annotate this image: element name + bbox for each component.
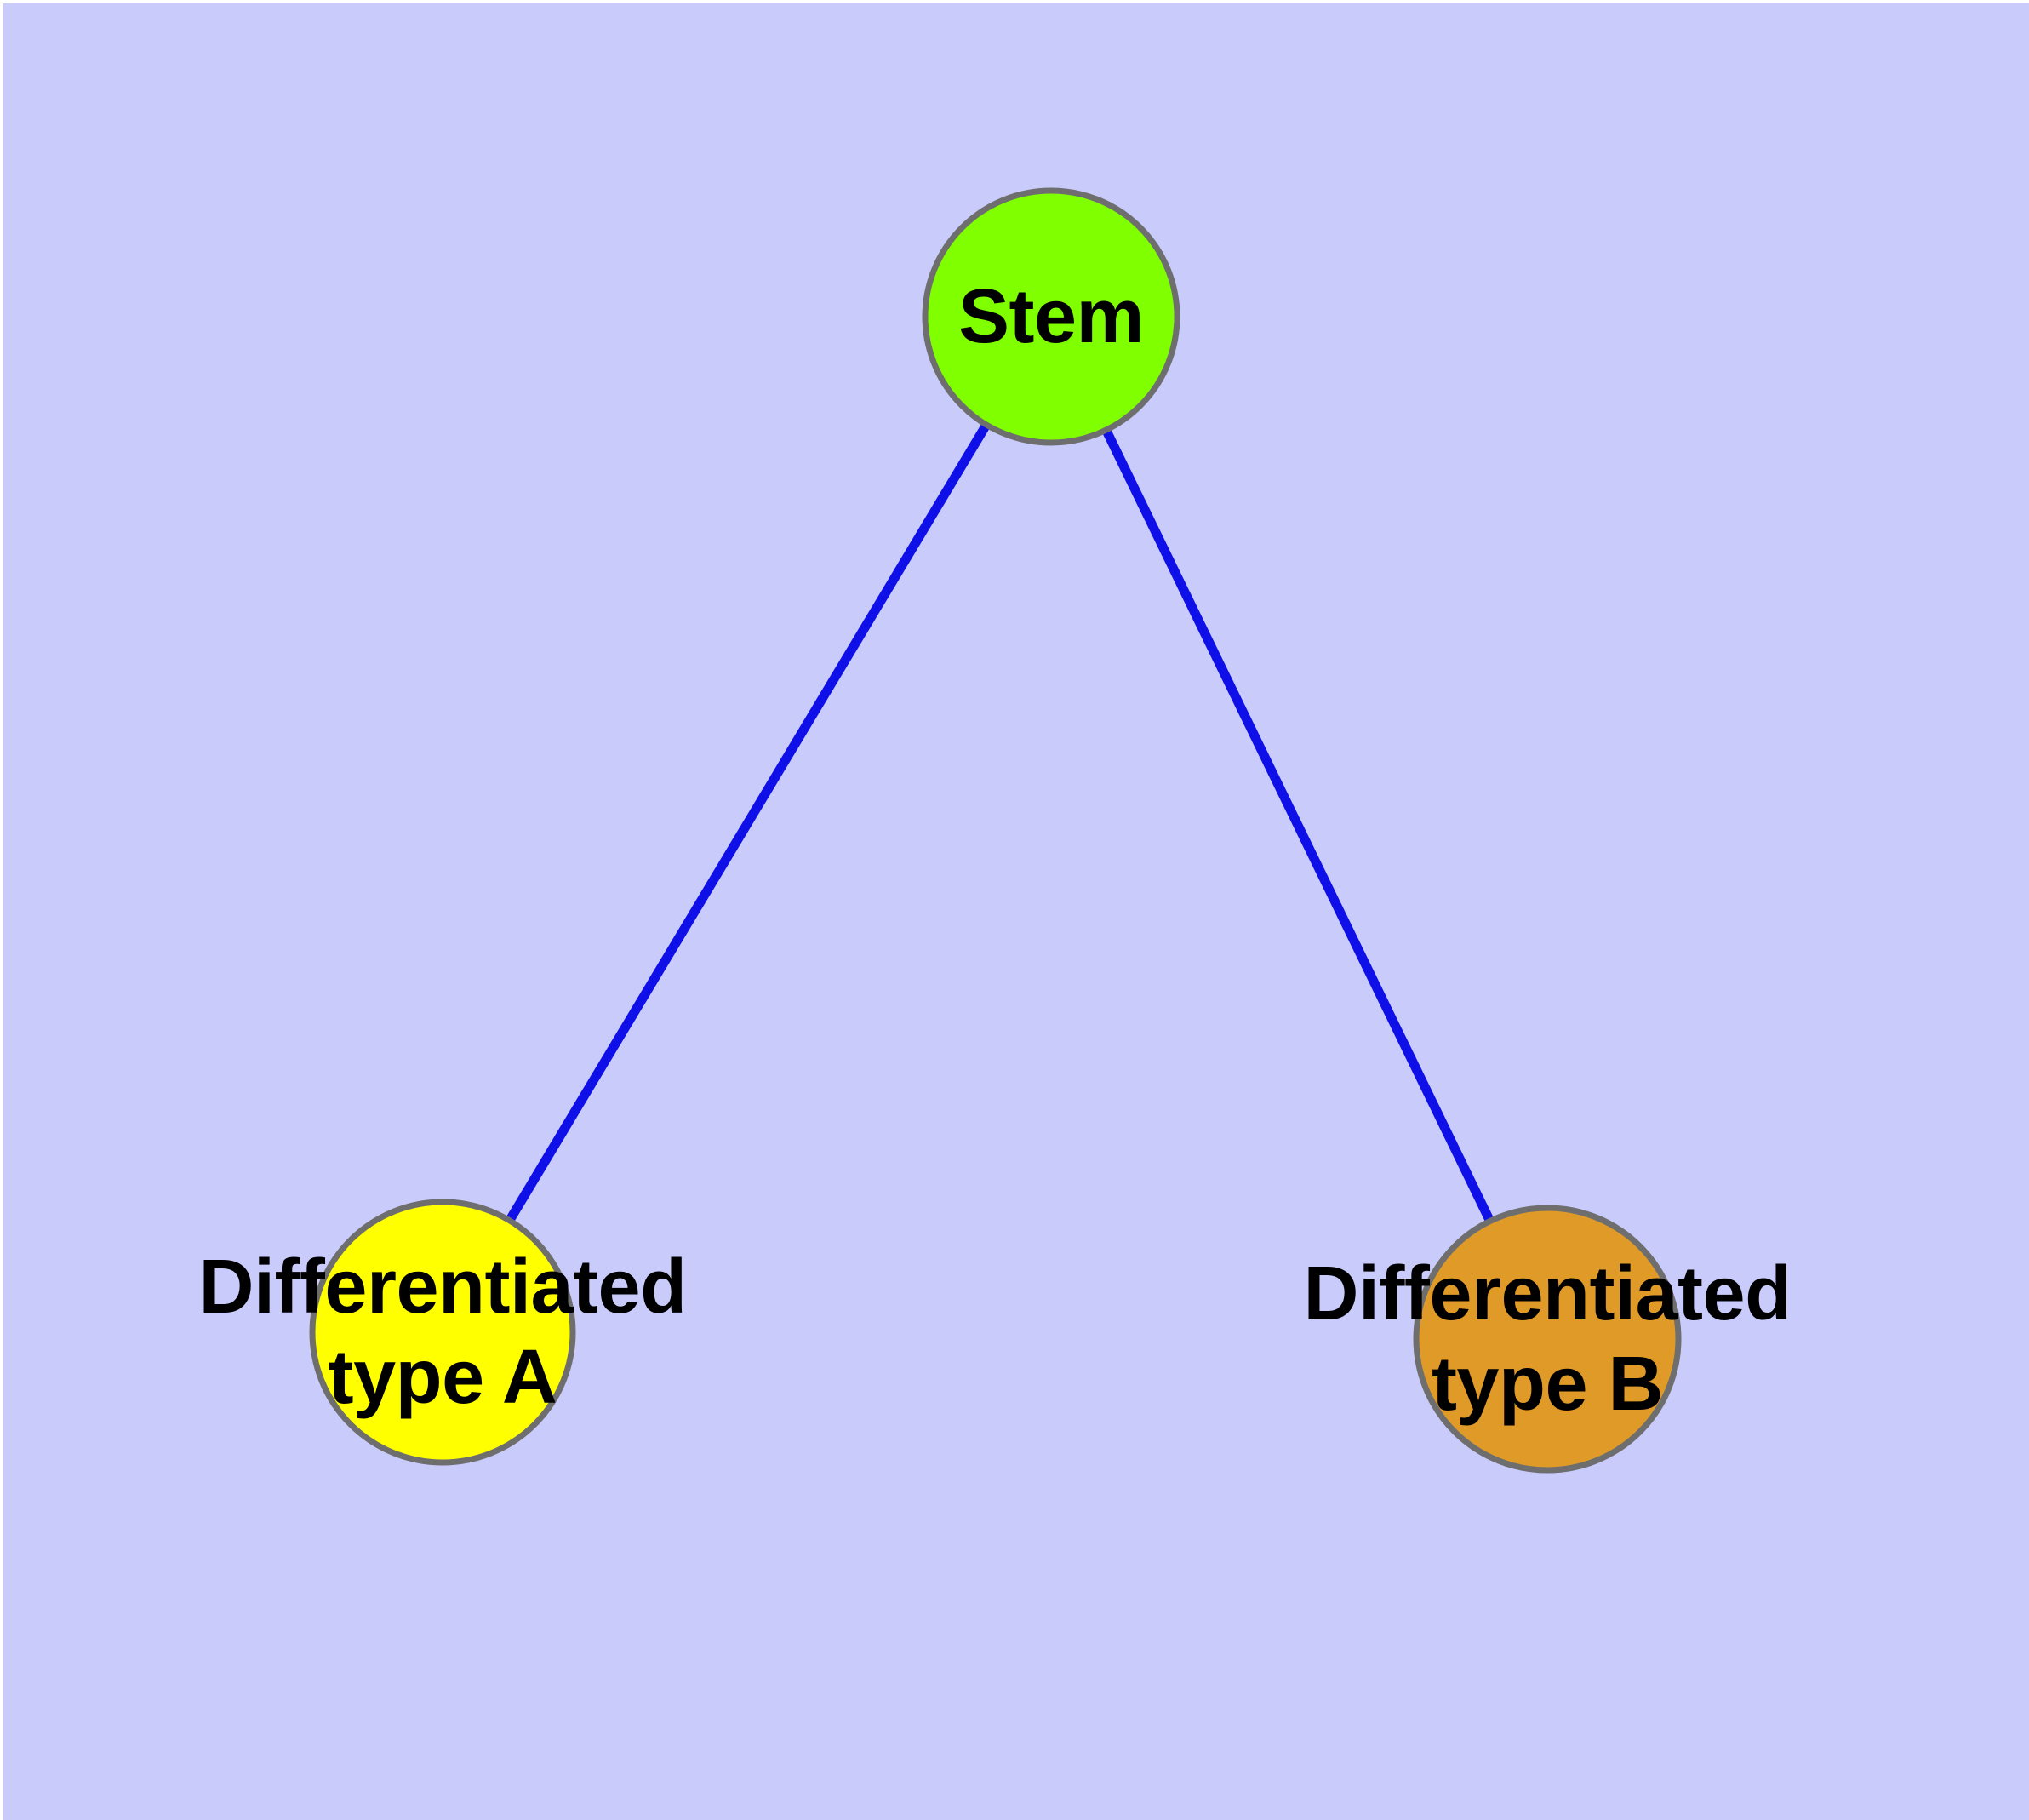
edge-stem-to-diff-a [438,314,1055,1335]
edge-layer [438,314,1552,1342]
node-circle-stem[interactable] [922,187,1180,446]
node-circle-diff-b[interactable] [1413,1205,1682,1474]
node-circle-diff-a[interactable] [309,1199,576,1466]
edge-stem-to-diff-b [1047,314,1552,1342]
node-layer [309,187,1682,1474]
